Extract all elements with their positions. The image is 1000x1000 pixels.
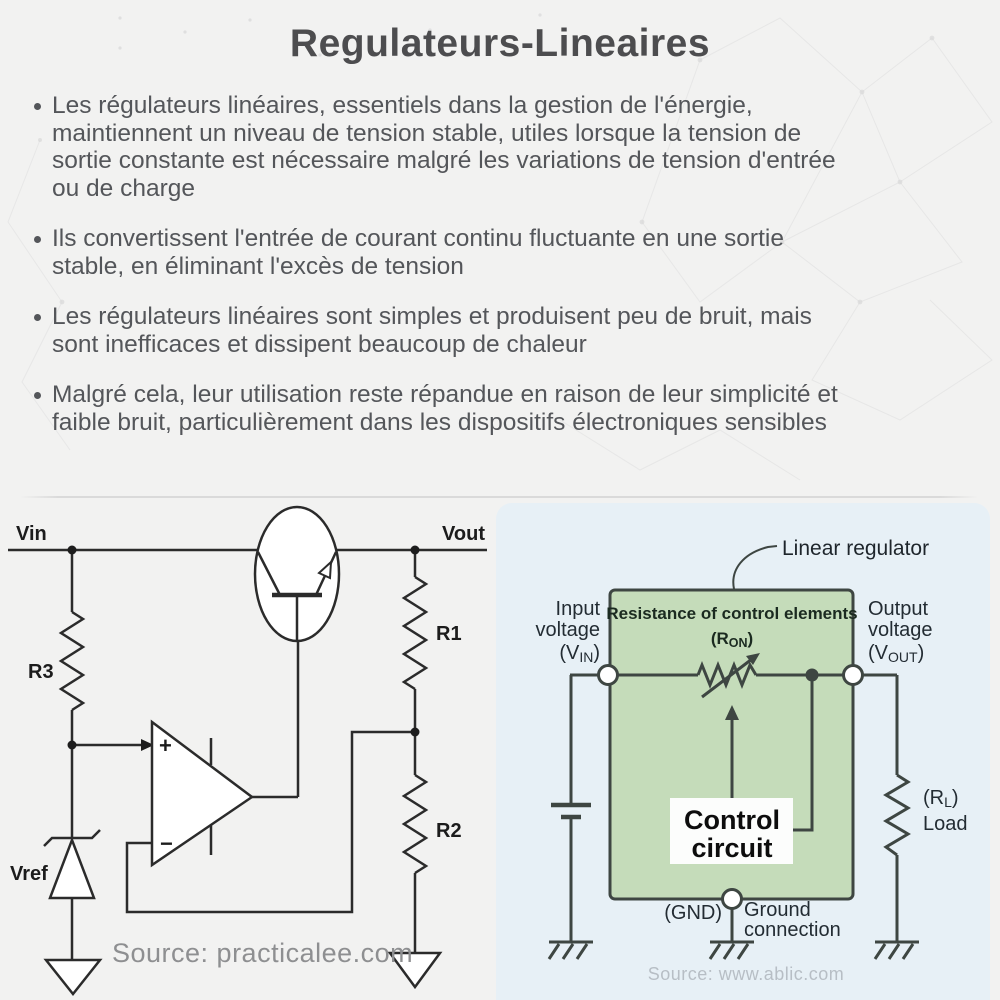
rl-text: (RL) bbox=[923, 787, 959, 810]
load-label: (RL) Load bbox=[923, 787, 968, 835]
svg-text:Output: Output bbox=[868, 598, 928, 620]
ground-connection-label: Ground connection bbox=[744, 899, 841, 941]
vin-label: Vin bbox=[16, 523, 47, 545]
bullet-text: Malgré cela, leur utilisation reste répa… bbox=[52, 381, 838, 436]
emitter-arrow bbox=[317, 559, 333, 580]
node-dot bbox=[67, 740, 77, 750]
arrowhead bbox=[746, 653, 760, 665]
input-source-branch bbox=[547, 675, 593, 960]
resistor-r2 bbox=[401, 732, 429, 953]
bullet-item: Les régulateurs linéaires sont simples e… bbox=[34, 303, 982, 358]
load-resistor bbox=[883, 773, 911, 857]
node-dot bbox=[805, 668, 819, 682]
bullet-dot bbox=[34, 392, 41, 399]
node-dot bbox=[410, 727, 420, 737]
ground-symbol bbox=[873, 940, 919, 960]
svg-text:voltage: voltage bbox=[868, 619, 933, 641]
bullet-item: Les régulateurs linéaires, essentiels da… bbox=[34, 92, 982, 202]
r1-label: R1 bbox=[436, 623, 462, 645]
r3-label: R3 bbox=[28, 661, 54, 683]
op-amp-plus: + bbox=[159, 733, 172, 758]
page-title: Regulateurs-Lineaires bbox=[289, 22, 711, 65]
bullet-item: Malgré cela, leur utilisation reste répa… bbox=[34, 381, 982, 436]
main-wire bbox=[570, 653, 897, 699]
control-line1: Control bbox=[684, 805, 780, 835]
op-amp-minus: − bbox=[160, 831, 173, 856]
plus-input-wire bbox=[72, 739, 154, 751]
node-dot bbox=[410, 545, 420, 555]
ground-symbol bbox=[387, 951, 443, 990]
ron-label: (RON) bbox=[711, 629, 753, 650]
bullet-dot bbox=[34, 236, 41, 243]
vout-terminal bbox=[842, 664, 864, 686]
bullet-dot bbox=[34, 103, 41, 110]
callout-label: Linear regulator bbox=[782, 537, 929, 560]
block-diagram: Linear regulator Resistance of control e… bbox=[536, 537, 968, 984]
input-voltage-label: Input voltage (VIN) bbox=[536, 598, 601, 665]
ground-symbol bbox=[708, 940, 754, 960]
gnd-label: (GND) bbox=[664, 902, 722, 924]
control-line2: circuit bbox=[691, 833, 772, 863]
bullet-list: Les régulateurs linéaires, essentiels da… bbox=[34, 92, 982, 459]
vin-terminal bbox=[597, 664, 619, 686]
block-diagram-panel: Linear regulator Resistance of control e… bbox=[496, 503, 990, 1000]
output-voltage-label: Output voltage (VOUT) bbox=[868, 598, 933, 665]
resistor-r1 bbox=[401, 550, 429, 732]
vout-text: (VOUT) bbox=[868, 642, 924, 665]
zener-diode-vref bbox=[43, 745, 101, 960]
callout-line bbox=[732, 545, 778, 590]
bullet-text: Les régulateurs linéaires, essentiels da… bbox=[52, 92, 836, 202]
arrowhead bbox=[141, 739, 154, 751]
arrowhead-up bbox=[725, 705, 739, 720]
variable-arrow bbox=[701, 657, 753, 699]
pass-transistor bbox=[253, 505, 341, 797]
bullet-text: Ils convertissent l'entrée de courant co… bbox=[52, 225, 784, 280]
gnd-terminal bbox=[721, 888, 743, 910]
svg-text:connection: connection bbox=[744, 919, 841, 941]
control-circuit-box bbox=[670, 798, 793, 864]
feedback-wire bbox=[125, 730, 415, 914]
vout-label: Vout bbox=[442, 523, 485, 545]
bullet-item: Ils convertissent l'entrée de courant co… bbox=[34, 225, 982, 280]
ground-symbol bbox=[547, 940, 593, 960]
node-dot bbox=[67, 545, 77, 555]
op-amp: + − bbox=[150, 719, 298, 868]
svg-text:Load: Load bbox=[923, 813, 968, 835]
source-credit: Source: www.ablic.com bbox=[648, 964, 845, 984]
control-connections bbox=[725, 675, 814, 832]
box-title: Resistance of control elements bbox=[606, 604, 857, 623]
vin-text: (VIN) bbox=[559, 642, 600, 665]
bullet-dot bbox=[34, 314, 41, 321]
schematic-diagram: + − Vin Vout bbox=[8, 505, 487, 997]
bullet-text: Les régulateurs linéaires sont simples e… bbox=[52, 303, 812, 358]
section-divider bbox=[20, 496, 978, 498]
svg-text:Input: Input bbox=[556, 598, 601, 620]
svg-text:Ground: Ground bbox=[744, 899, 811, 921]
resistor-r3 bbox=[58, 550, 86, 745]
r2-label: R2 bbox=[436, 820, 462, 842]
variable-resistor bbox=[696, 660, 758, 690]
load-branch bbox=[873, 675, 919, 960]
source-credit: Source: practicalee.com bbox=[112, 938, 413, 968]
svg-text:voltage: voltage bbox=[536, 619, 601, 641]
vref-label: Vref bbox=[10, 863, 48, 885]
ground-symbol bbox=[43, 958, 103, 997]
